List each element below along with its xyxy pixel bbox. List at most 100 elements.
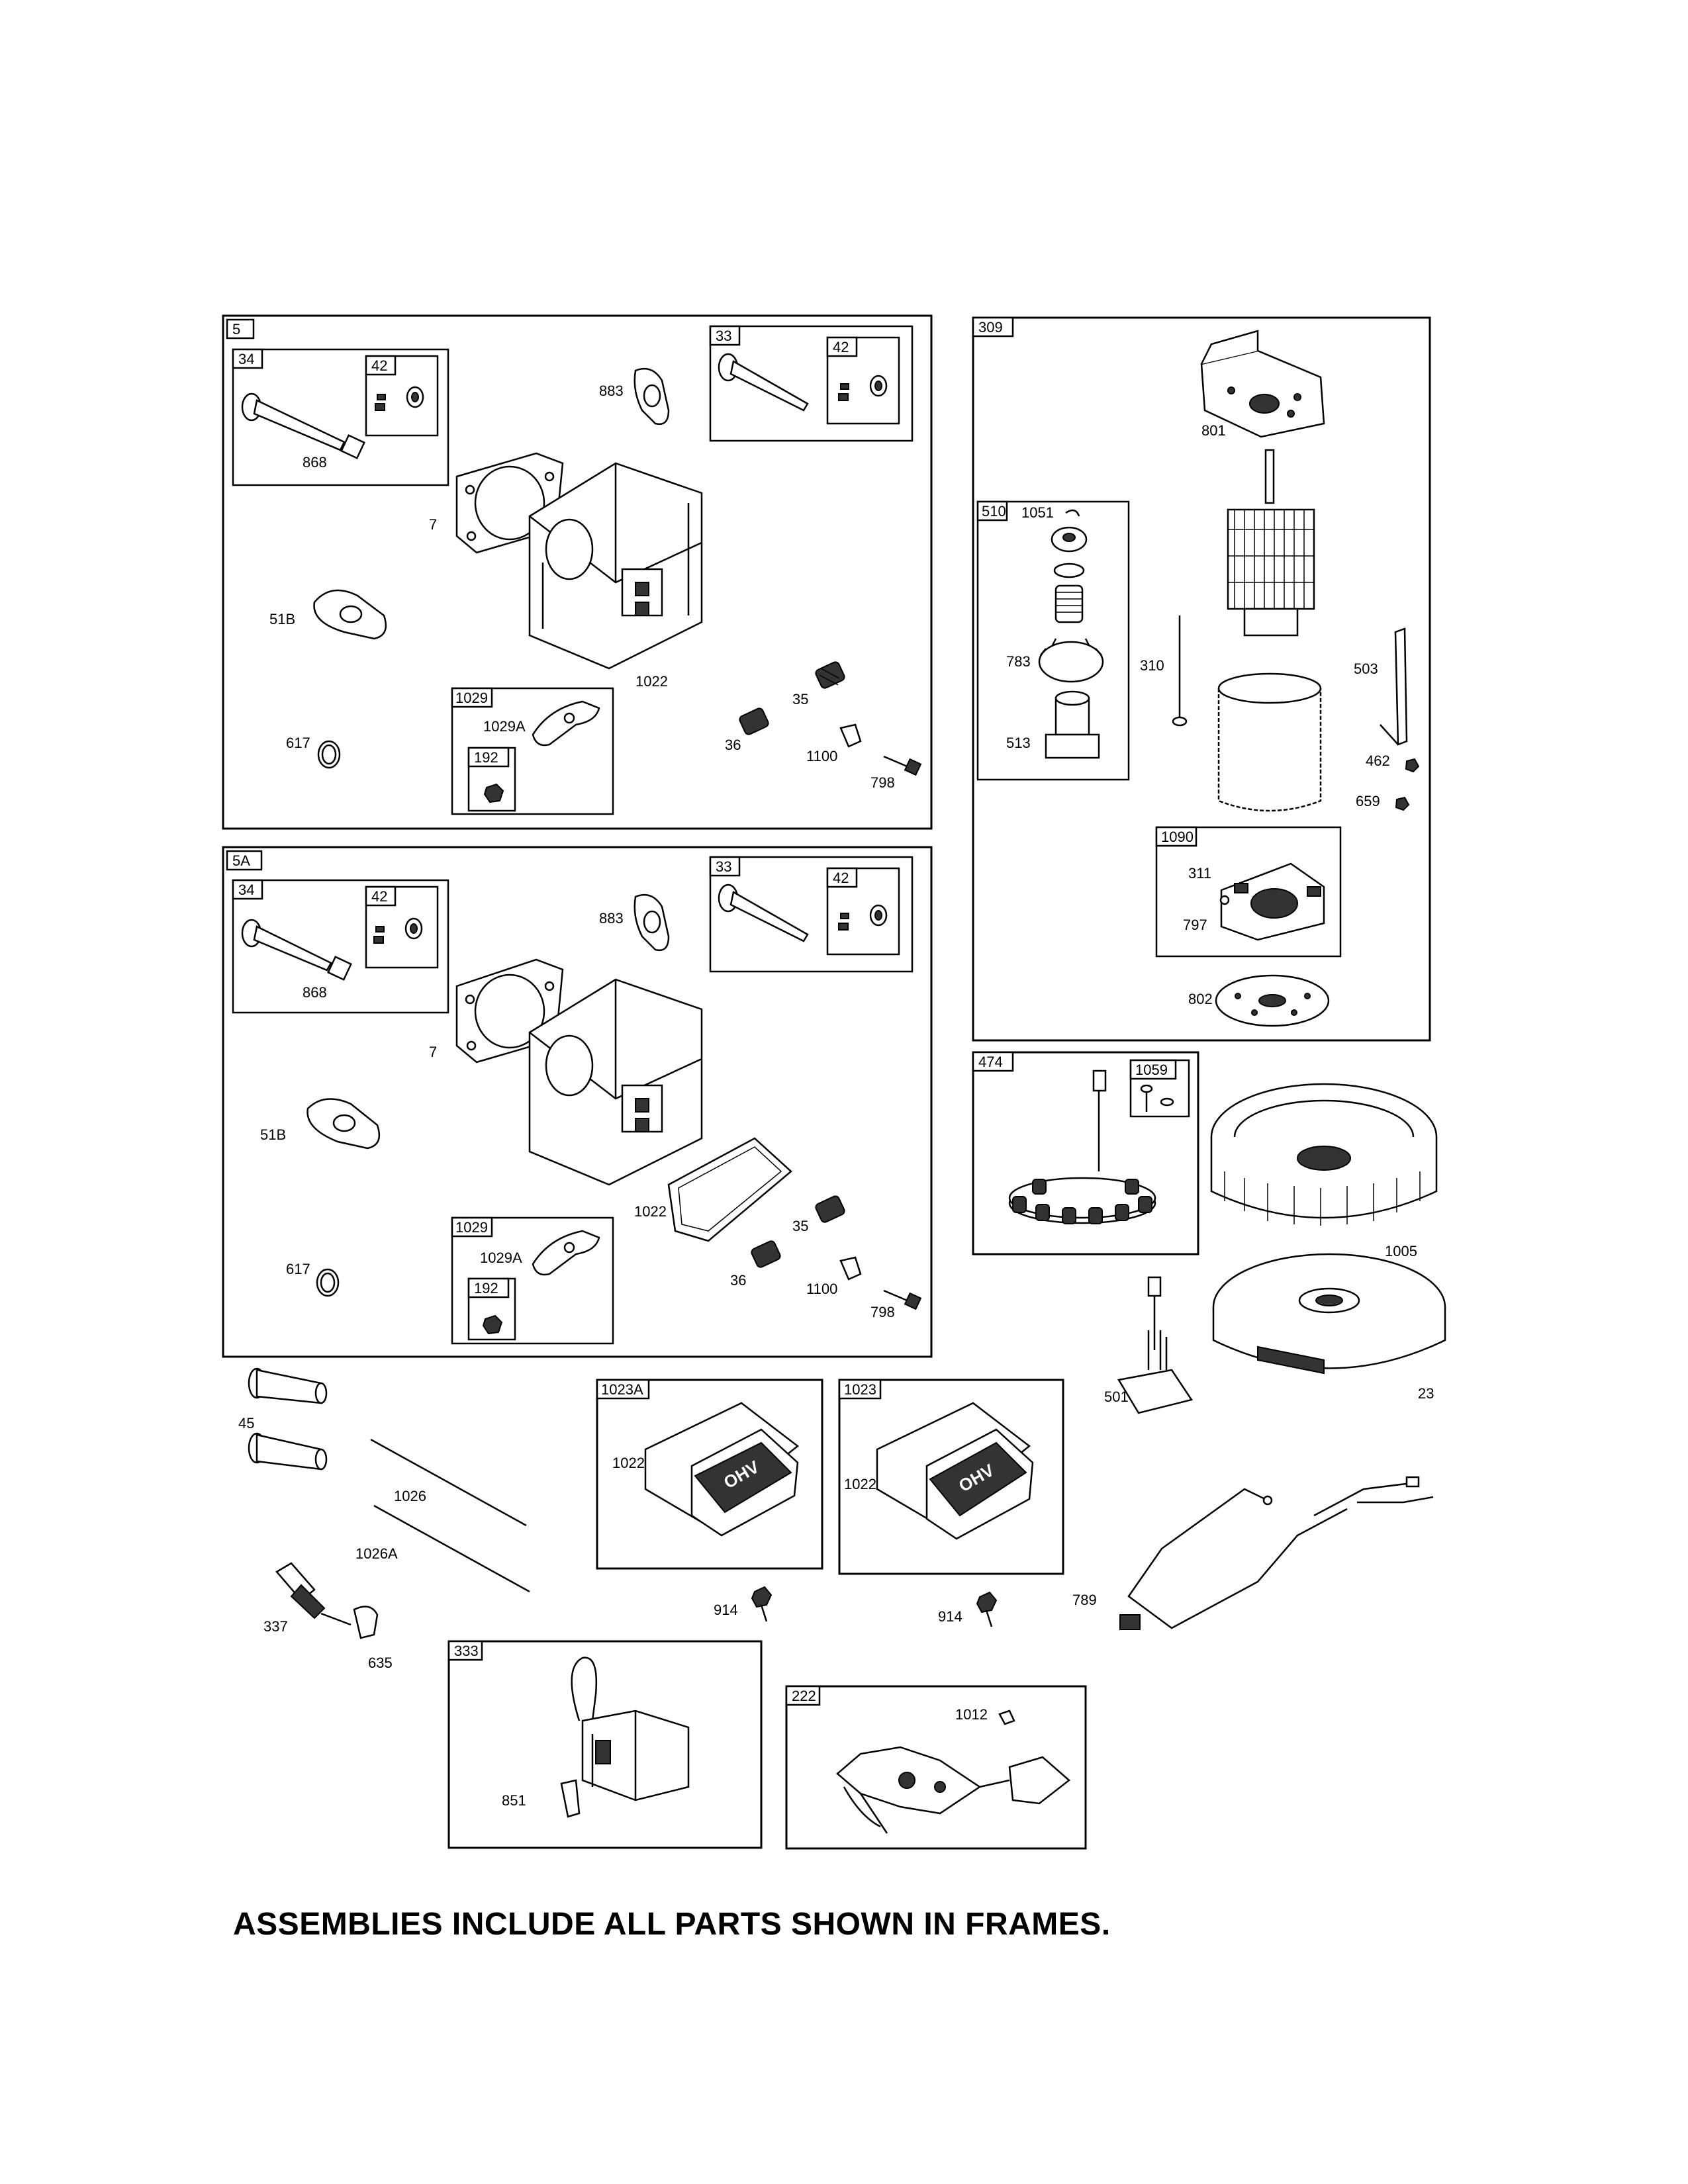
label-798: 798 (870, 1304, 895, 1320)
spark-plug-boot-635-icon (353, 1606, 379, 1639)
label-868: 868 (303, 984, 327, 1001)
label-1051: 1051 (1021, 504, 1054, 521)
label-501: 501 (1104, 1388, 1129, 1405)
assembly-309-frame[interactable]: 309 (972, 316, 1431, 1042)
assembly-222-tag: 222 (792, 1688, 816, 1704)
label-462: 462 (1366, 752, 1390, 769)
wire-harness-789-icon (1119, 1476, 1434, 1630)
valve-seal-icon (373, 917, 423, 944)
label-1005: 1005 (1385, 1243, 1417, 1259)
label-23: 23 (1418, 1385, 1434, 1402)
label-635: 635 (368, 1655, 393, 1671)
clip-icon (1065, 509, 1080, 517)
nut-icon (483, 783, 504, 803)
valve-spring-36-icon (739, 707, 769, 735)
subassembly-34-tag: 34 (238, 882, 254, 898)
valve-spring-36-icon (751, 1240, 781, 1268)
label-51b: 51B (269, 611, 295, 627)
label-35: 35 (792, 691, 808, 707)
flywheel-23-icon (1212, 1253, 1446, 1375)
subassembly-1090-tag: 1090 (1161, 829, 1194, 845)
screw-icon (1140, 1084, 1174, 1112)
assembly-474-frame[interactable]: 474 1059 (972, 1051, 1199, 1255)
subassembly-1029-tag: 1029 (455, 690, 488, 706)
o-ring-617-icon (317, 740, 341, 769)
label-45: 45 (238, 1415, 254, 1432)
label-1012: 1012 (955, 1706, 988, 1723)
starter-drive-parts-icon (1038, 526, 1104, 759)
assembly-5a-tag: 5A (232, 852, 250, 869)
rocker-arm-icon (532, 1230, 600, 1276)
valve-seal-icon (838, 904, 888, 931)
label-851: 851 (502, 1792, 526, 1809)
valve-cover-gasket-icon (667, 1137, 792, 1242)
starter-bracket-801-icon (1200, 330, 1325, 438)
assembly-1023-frame[interactable]: 1023 OHV 1022 (838, 1379, 1064, 1575)
subassembly-34-frame[interactable]: 34 42 868 (232, 879, 449, 1014)
label-868: 868 (303, 454, 327, 471)
label-798: 798 (870, 774, 895, 791)
exhaust-valve-icon (241, 392, 365, 459)
armature-icon (1227, 449, 1315, 637)
label-36: 36 (730, 1272, 746, 1289)
label-503: 503 (1354, 660, 1378, 677)
nut-icon (482, 1314, 503, 1335)
head-gasket-883-icon (633, 367, 670, 426)
nut-659-icon (1395, 796, 1410, 811)
assembly-333-frame[interactable]: 333 851 (447, 1640, 763, 1849)
label-1029a: 1029A (483, 718, 526, 735)
subassembly-1029-frame[interactable]: 1029 192 1029A (451, 687, 614, 815)
nut-462-icon (1405, 758, 1420, 773)
assembly-309-tag: 309 (978, 319, 1003, 336)
brush-holder-icon (1219, 862, 1325, 941)
valve-seal-icon (838, 375, 888, 401)
footer-note: ASSEMBLIES INCLUDE ALL PARTS SHOWN IN FR… (233, 1907, 1111, 1942)
label-7: 7 (429, 1044, 437, 1060)
subassembly-33-tag: 33 (716, 328, 731, 344)
label-310: 310 (1140, 657, 1164, 674)
valve-cover-icon: OHV (644, 1402, 800, 1537)
starter-housing-icon (1217, 672, 1322, 812)
label-1022: 1022 (844, 1476, 876, 1492)
through-bolt-310-icon (1172, 615, 1188, 727)
subassembly-1090-frame[interactable]: 1090 311 797 (1155, 826, 1342, 958)
o-ring-617-icon (316, 1268, 340, 1297)
subassembly-1029-frame[interactable]: 1029 192 1029A (451, 1216, 614, 1345)
intake-gasket-51b-icon (306, 1098, 381, 1150)
label-337: 337 (263, 1618, 288, 1635)
seal-42-tag: 42 (833, 339, 849, 355)
assembly-1023a-tag: 1023A (601, 1381, 643, 1398)
subassembly-33-frame[interactable]: 33 42 (709, 325, 914, 442)
flywheel-fan-1005-icon (1210, 1083, 1438, 1226)
assembly-1023a-frame[interactable]: 1023A OHV 1022 (596, 1379, 823, 1570)
assembly-5a-frame[interactable]: 5A (222, 846, 933, 1358)
label-617: 617 (286, 735, 310, 751)
label-513: 513 (1006, 735, 1031, 751)
subassembly-510-frame[interactable]: 510 1051 783 513 (976, 500, 1130, 781)
valve-spring-35-icon (815, 661, 845, 689)
subassembly-33-frame[interactable]: 33 42 (709, 856, 914, 973)
label-1022: 1022 (635, 673, 668, 690)
assembly-5-tag: 5 (232, 321, 240, 338)
screw-1059-tag: 1059 (1135, 1062, 1168, 1078)
head-gasket-883-icon (633, 893, 670, 952)
intake-valve-icon (718, 884, 809, 942)
label-801: 801 (1201, 422, 1226, 439)
subassembly-34-tag: 34 (238, 351, 254, 367)
label-797: 797 (1183, 917, 1207, 933)
ignition-coil-icon (560, 1657, 690, 1818)
label-1026: 1026 (394, 1488, 426, 1504)
assembly-5-frame[interactable]: 5 (222, 314, 933, 830)
nut-192-tag: 192 (474, 1280, 498, 1297)
subassembly-510-tag: 510 (982, 503, 1006, 520)
retainer-1100-icon (839, 723, 862, 748)
label-914: 914 (714, 1602, 738, 1618)
label-51b: 51B (260, 1126, 286, 1143)
assembly-222-frame[interactable]: 222 1012 (785, 1685, 1087, 1850)
label-1022: 1022 (634, 1203, 667, 1220)
bolt-798-icon (883, 1289, 922, 1310)
bolt-914-icon (751, 1586, 773, 1622)
subassembly-34-frame[interactable]: 34 42 868 (232, 348, 449, 486)
subassembly-1029-tag: 1029 (455, 1219, 488, 1236)
